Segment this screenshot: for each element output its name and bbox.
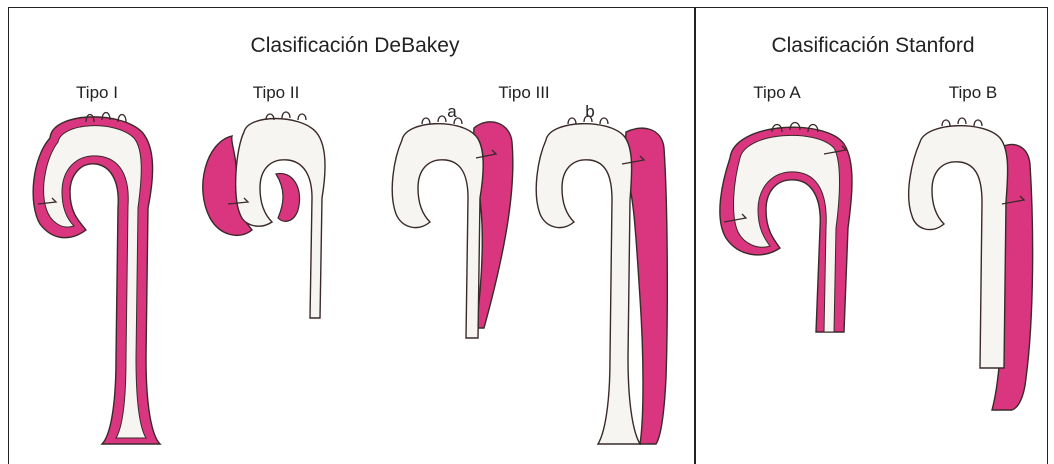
aorta-tipo-iii-a [392, 116, 513, 338]
aorta-tipo-iii-b [536, 116, 667, 444]
aorta-tipo-a [720, 123, 852, 333]
aorta-tipo-ii [203, 112, 325, 318]
aorta-tipo-b [909, 118, 1033, 410]
aorta-tipo-i [33, 113, 160, 445]
